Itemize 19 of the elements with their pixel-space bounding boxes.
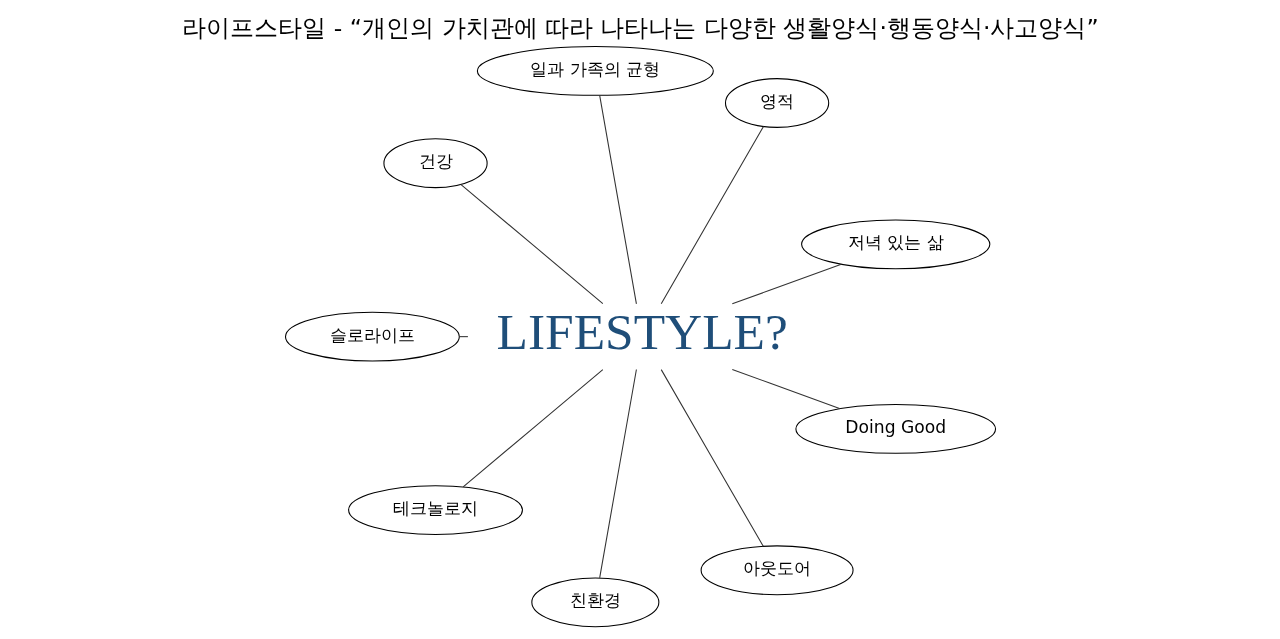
connector (660, 369, 764, 547)
connector (459, 183, 603, 305)
node-ellipse: Doing Good (794, 404, 996, 454)
connector (731, 263, 842, 305)
node-ellipse: 친환경 (530, 577, 659, 628)
connector (598, 368, 637, 579)
connector (462, 369, 603, 488)
node-ellipse: 슬로라이프 (284, 311, 460, 362)
connector (660, 126, 764, 305)
node-ellipse: 건강 (382, 138, 488, 189)
node-ellipse: 테크놀로지 (347, 485, 523, 535)
node-ellipse: 영적 (724, 78, 829, 128)
node-ellipse: 저녁 있는 삶 (800, 219, 990, 270)
node-text: LIFESTYLE? (496, 303, 788, 361)
connector (731, 368, 841, 410)
node-ellipse: 아웃도어 (700, 545, 854, 596)
connector (598, 94, 637, 305)
node-ellipse: 일과 가족의 균형 (476, 46, 714, 96)
diagram-title: 라이프스타일 - “개인의 가치관에 따라 나타나는 다양한 생활양식·행동양식·사고양식” (181, 13, 1099, 42)
